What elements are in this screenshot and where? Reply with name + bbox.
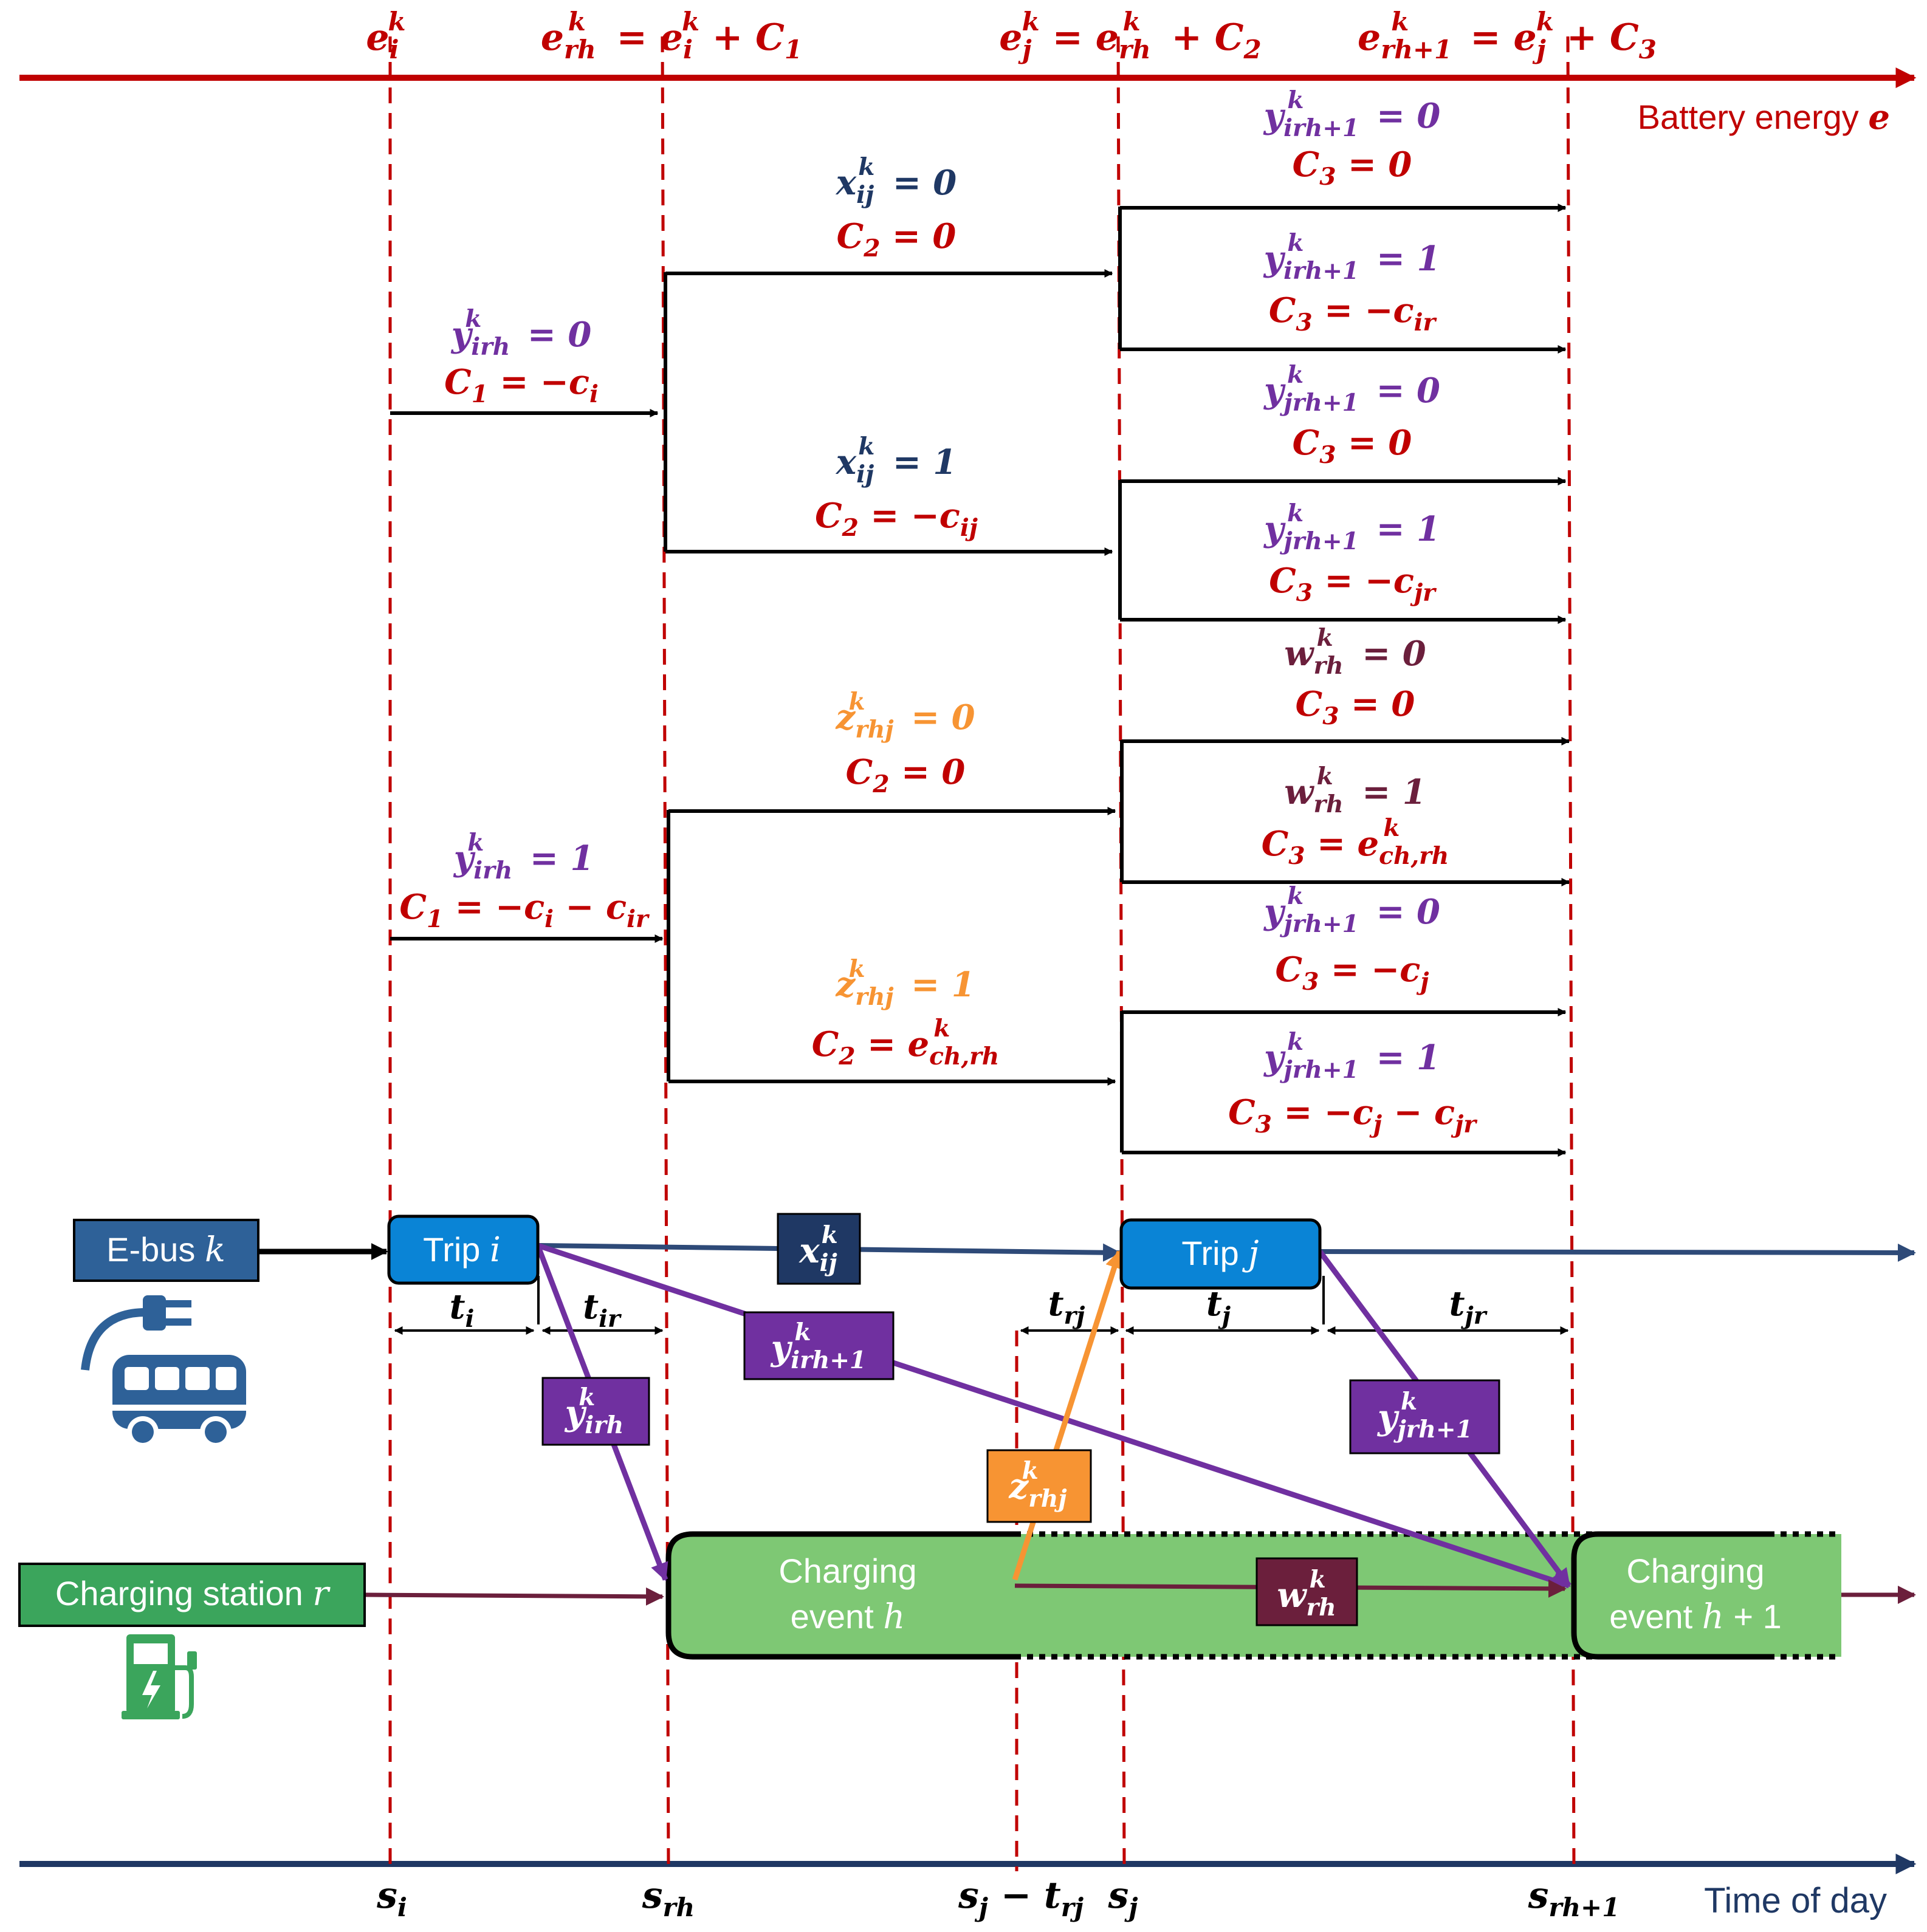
ebus-node: E-bus k — [73, 1219, 259, 1282]
flow-y-irh1 — [537, 1242, 1571, 1589]
label-y-irh-1-cost: C1 = −ci − cir — [399, 887, 650, 933]
bus-line-out — [1318, 1243, 1916, 1262]
svg-text:Trip i: Trip i — [423, 1230, 501, 1270]
duration-t-rj: trj — [1048, 1284, 1085, 1330]
label-z-rhj-1-var: zrhjk = 1 — [835, 955, 975, 1011]
label-b8-cost: C3 = −cj − cjr — [1228, 1092, 1478, 1139]
charging-event-h: Charging event h — [665, 1531, 1574, 1660]
time-mark-s-j: sj — [1108, 1874, 1138, 1922]
label-b6-var: wrhk = 1 — [1284, 762, 1426, 818]
time-mark-s-i: si — [376, 1874, 407, 1922]
edge-label-x-ij: xijk — [777, 1213, 861, 1285]
svg-text:Trip j: Trip j — [1181, 1234, 1259, 1273]
time-mark-s-j-t-rj: sj − trj — [958, 1874, 1084, 1922]
label-y-irh-0-cost: C1 = −ci — [444, 362, 599, 408]
station-line-in — [364, 1587, 664, 1606]
label-b5-cost: C3 = 0 — [1296, 684, 1415, 730]
time-mark-s-rh: srh — [642, 1874, 695, 1922]
label-b3-var: yjrh+1k = 0 — [1263, 361, 1440, 417]
svg-text:yjrh+1k: yjrh+1k — [1376, 1388, 1472, 1444]
label-b4-var: yjrh+1k = 1 — [1263, 499, 1440, 555]
label-b7-cost: C3 = −cj — [1276, 950, 1429, 996]
energy-mark-e-rh: erhk = eik + C1 — [541, 7, 802, 64]
duration-labels: ti tir trj tj tjr — [450, 1284, 1488, 1333]
label-b5-var: wrhk = 0 — [1284, 624, 1426, 680]
label-z-rhj-0-cost: C2 = 0 — [846, 752, 966, 798]
svg-text:yirhk: yirhk — [564, 1383, 624, 1439]
decision-tree — [390, 204, 1570, 1157]
edge-label-y-irh1: yirh+1k — [743, 1311, 895, 1380]
label-b7-var: yjrh+1k = 0 — [1263, 882, 1440, 938]
ebus-icon — [81, 1295, 246, 1448]
energy-mark-e-rh1: erh+1k = ejk + C3 — [1358, 7, 1657, 64]
label-b4-cost: C3 = −cjr — [1269, 561, 1437, 607]
label-x-ij-1-var: xijk = 1 — [836, 433, 957, 488]
svg-text:wrhk: wrhk — [1277, 1566, 1336, 1622]
label-b6-cost: C3 = ech,rhk — [1262, 814, 1449, 870]
label-b2-cost: C3 = −cir — [1269, 290, 1438, 337]
edge-label-w-rh: wrhk — [1255, 1557, 1358, 1626]
edge-label-y-jrh1: yjrh+1k — [1349, 1379, 1500, 1454]
edge-label-y-irh: yirhk — [541, 1377, 650, 1446]
duration-t-jr: tjr — [1449, 1284, 1488, 1330]
label-z-rhj-1-cost: C2 = ech,rhk — [812, 1015, 1000, 1070]
label-y-irh-0-var: yirhk = 0 — [450, 305, 592, 361]
flow-z-rhj — [1012, 1250, 1124, 1581]
svg-text:Charging station r: Charging station r — [55, 1574, 331, 1614]
label-z-rhj-0-var: zrhjk = 0 — [835, 688, 975, 744]
time-mark-s-rh1: srh+1 — [1528, 1874, 1620, 1922]
label-b1-var: yirh+1k = 0 — [1263, 86, 1441, 142]
label-y-irh-1-var: yirhk = 1 — [453, 829, 594, 885]
energy-mark-e-i: eik — [366, 7, 405, 64]
trip-j: Trip j — [1119, 1218, 1322, 1290]
energy-mark-e-j: ejk = erhk + C2 — [999, 7, 1262, 64]
label-x-ij-0-var: xijk = 0 — [836, 153, 957, 209]
time-of-day-label: Time of day — [1704, 1881, 1887, 1920]
charging-event-h-box — [665, 1531, 1021, 1660]
label-b8-var: yjrh+1k = 1 — [1263, 1028, 1440, 1084]
duration-t-i: ti — [450, 1287, 475, 1333]
duration-t-j: tj — [1206, 1284, 1231, 1330]
edge-label-z-rhj: zrhjk — [986, 1449, 1092, 1523]
svg-text:E-bus k: E-bus k — [106, 1230, 225, 1270]
battery-energy-label: Battery energy e — [1638, 97, 1890, 137]
duration-t-ir: tir — [583, 1287, 622, 1333]
duration-brackets — [394, 1276, 1569, 1335]
trip-i: Trip i — [387, 1214, 540, 1285]
svg-text:xijk: xijk — [799, 1221, 838, 1277]
time-marks: si srh sj − trj sj srh+1 — [376, 1874, 1620, 1922]
station-node: Charging station r — [18, 1563, 366, 1627]
label-b3-cost: C3 = 0 — [1293, 423, 1412, 469]
charging-event-h1: Charging event h + 1 — [1571, 1531, 1841, 1660]
decision-labels: yirhk = 0 C1 = −ci yirhk = 1 C1 = −ci − … — [399, 86, 1478, 1139]
svg-text:event h: event h — [791, 1597, 905, 1637]
svg-text:event h + 1: event h + 1 — [1609, 1597, 1782, 1637]
svg-text:Charging: Charging — [1626, 1552, 1764, 1590]
energy-marks: eik erhk = eik + C1 ejk = erhk + C2 erh+… — [366, 7, 1657, 64]
svg-text:Charging: Charging — [778, 1552, 916, 1590]
label-x-ij-1-cost: C2 = −cij — [815, 496, 978, 542]
label-b2-var: yirh+1k = 1 — [1263, 229, 1441, 285]
label-x-ij-0-cost: C2 = 0 — [837, 216, 957, 262]
charging-station-icon — [122, 1634, 197, 1719]
label-b1-cost: C3 = 0 — [1293, 145, 1412, 191]
